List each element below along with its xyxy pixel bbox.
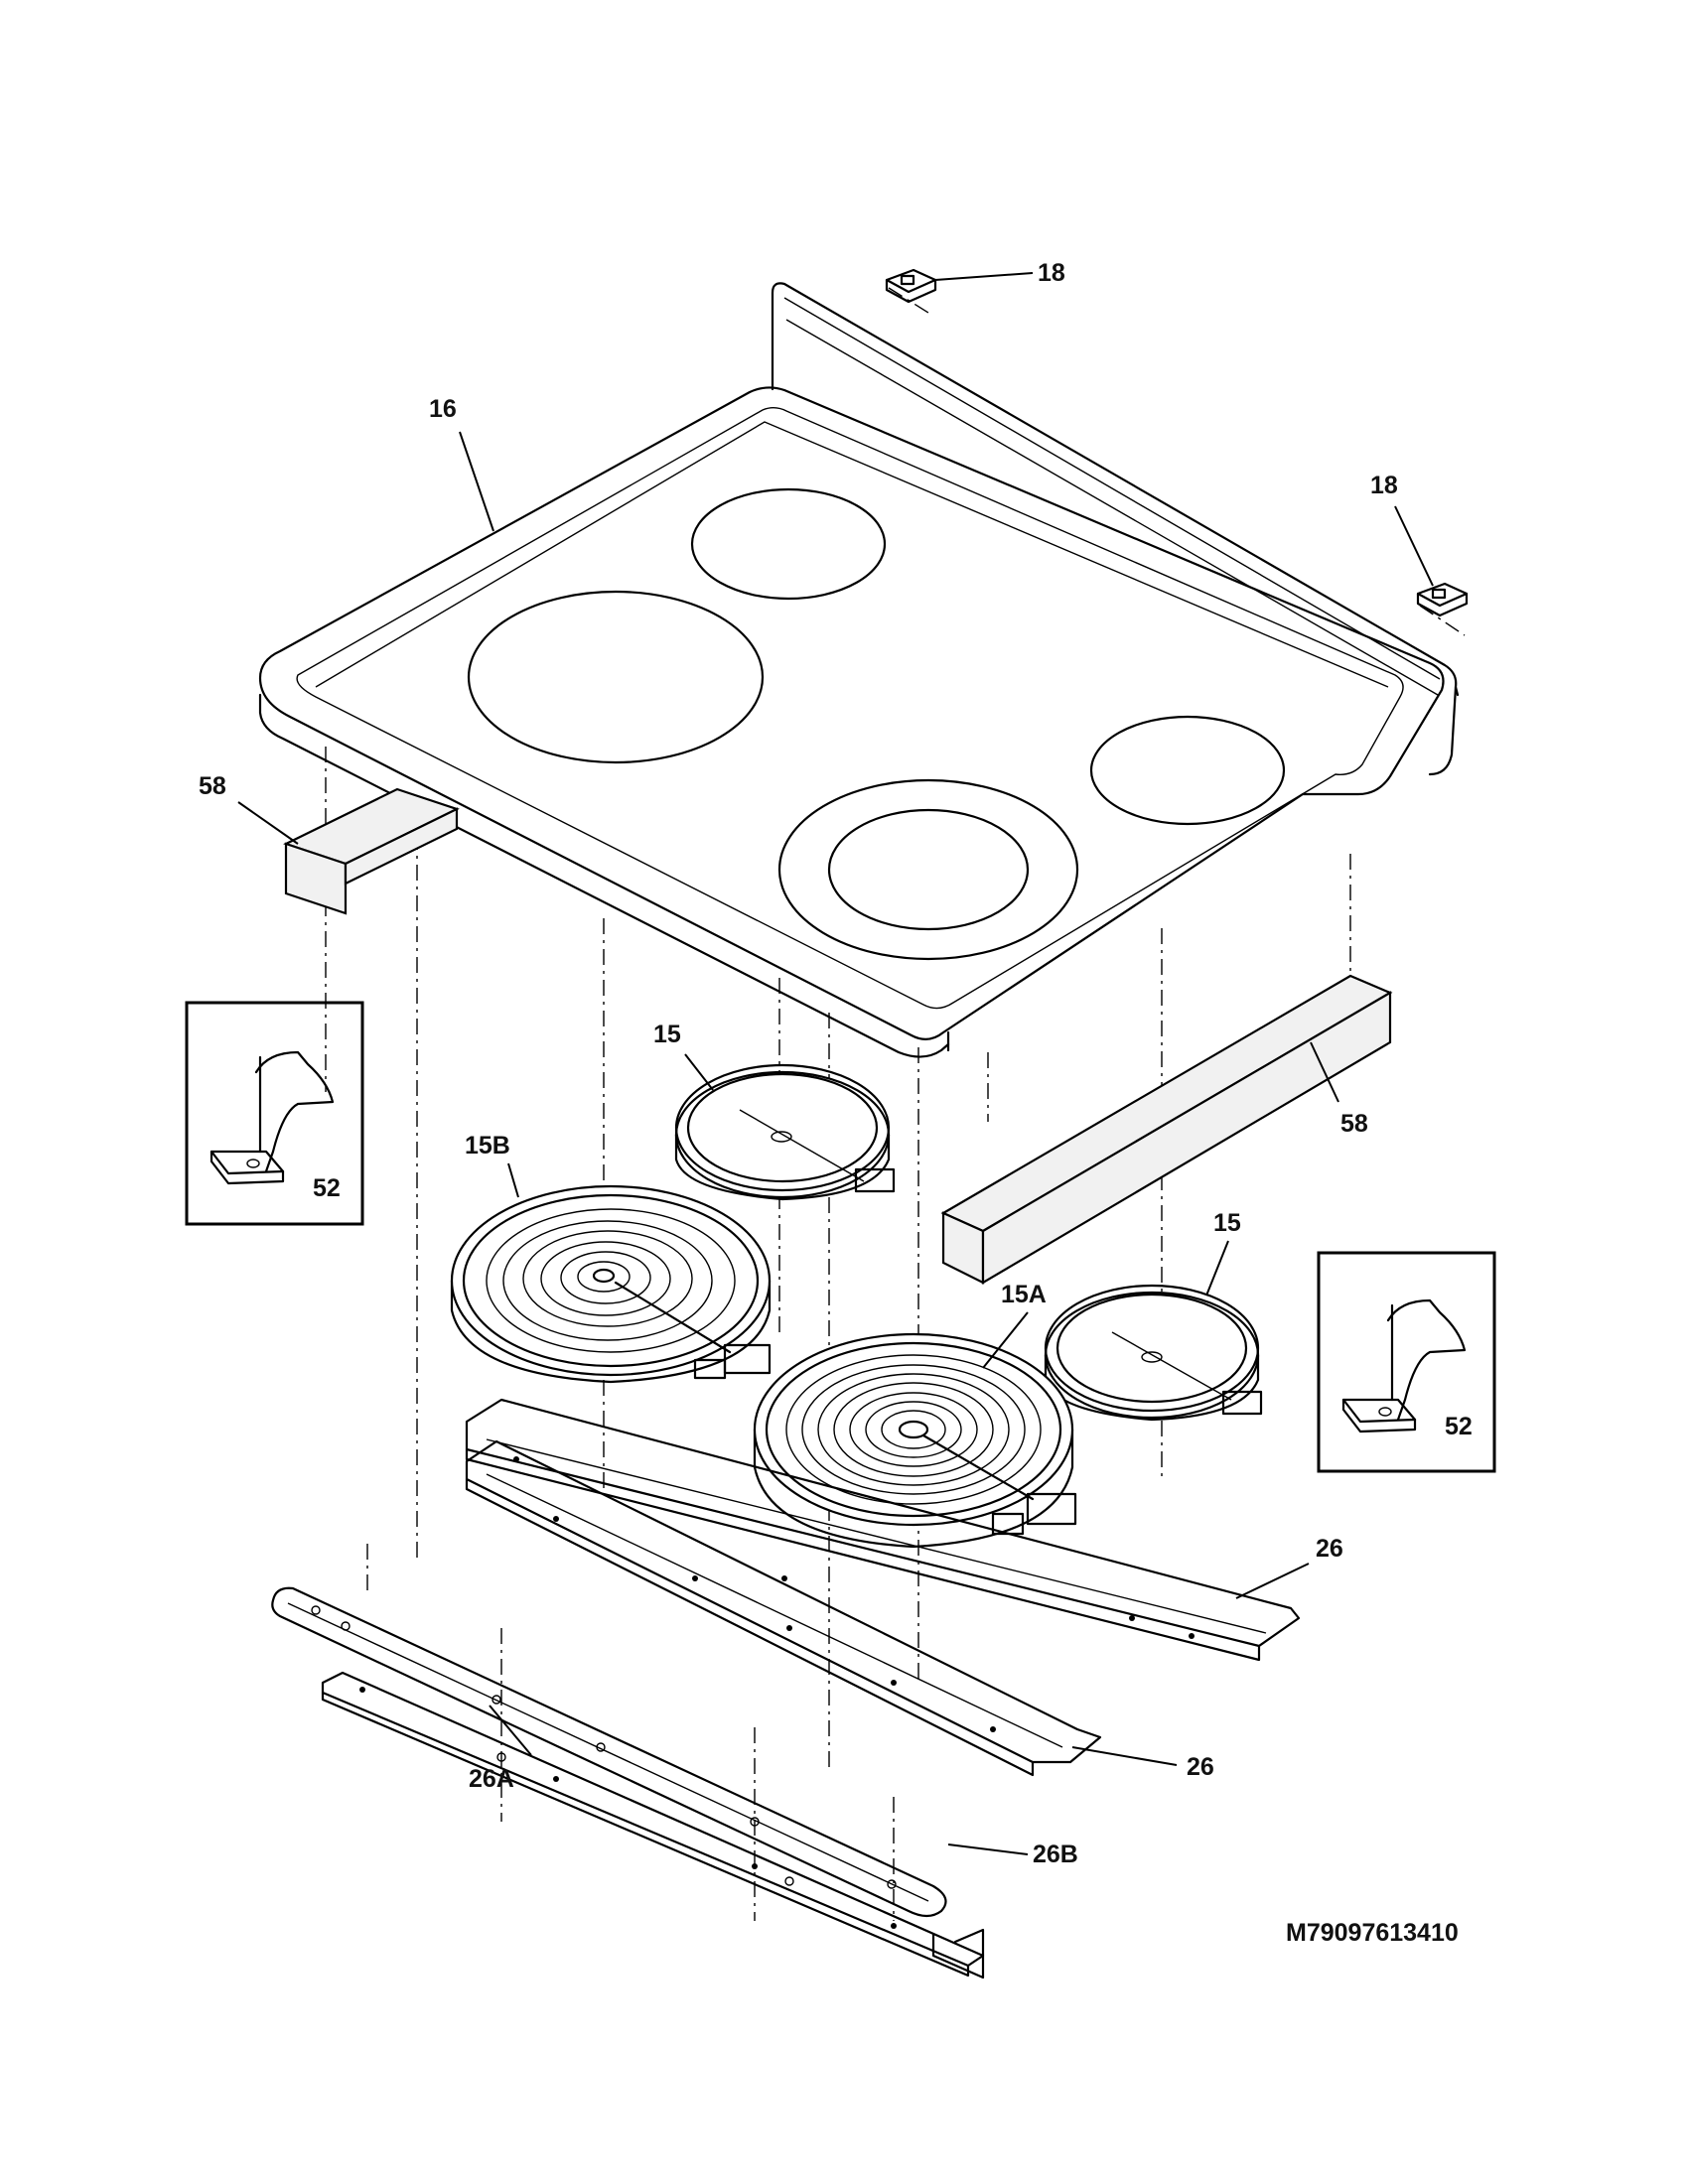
foam-insulation-block-left bbox=[283, 787, 460, 915]
front-brace-26b bbox=[271, 1586, 947, 1918]
leader-lines bbox=[237, 272, 1434, 1855]
callout-26a: 26A bbox=[469, 1765, 514, 1793]
bracket-inset-left bbox=[185, 1001, 364, 1226]
callout-18-top: 18 bbox=[1038, 259, 1065, 287]
callout-18-right: 18 bbox=[1370, 472, 1398, 499]
callout-52-right: 52 bbox=[1445, 1413, 1473, 1440]
callout-58-right: 58 bbox=[1340, 1110, 1368, 1138]
surface-element-radiant-15a bbox=[753, 1332, 1077, 1549]
callout-16: 16 bbox=[429, 395, 457, 423]
callout-labels: 18 18 16 58 58 15 15 15B 15A 52 52 26 26… bbox=[199, 259, 1473, 1868]
foam-insulation-block-right bbox=[940, 974, 1393, 1285]
model-number: M79097613410 bbox=[1286, 1919, 1459, 1947]
callout-15b: 15B bbox=[465, 1132, 510, 1160]
element-support-rail-upper bbox=[465, 1398, 1301, 1662]
hold-down-clip-2 bbox=[1416, 582, 1469, 617]
rear-brace-26a bbox=[321, 1671, 985, 1979]
callout-58-left: 58 bbox=[199, 772, 226, 800]
callout-15-right: 15 bbox=[1213, 1209, 1241, 1237]
callout-26b: 26B bbox=[1033, 1841, 1078, 1868]
surface-element-small-upper bbox=[674, 1063, 896, 1201]
callout-15a: 15A bbox=[1001, 1281, 1047, 1308]
surface-element-small-right bbox=[1044, 1284, 1263, 1422]
hold-down-clip-1 bbox=[885, 268, 937, 304]
callout-15-upper: 15 bbox=[653, 1021, 681, 1048]
cooktop-glass-top bbox=[258, 282, 1460, 1058]
surface-element-large-15b bbox=[450, 1184, 772, 1384]
bracket-inset-right bbox=[1317, 1251, 1496, 1473]
callout-26-lower: 26 bbox=[1187, 1753, 1214, 1781]
callout-26-right: 26 bbox=[1316, 1535, 1343, 1563]
callout-52-left: 52 bbox=[313, 1174, 341, 1202]
